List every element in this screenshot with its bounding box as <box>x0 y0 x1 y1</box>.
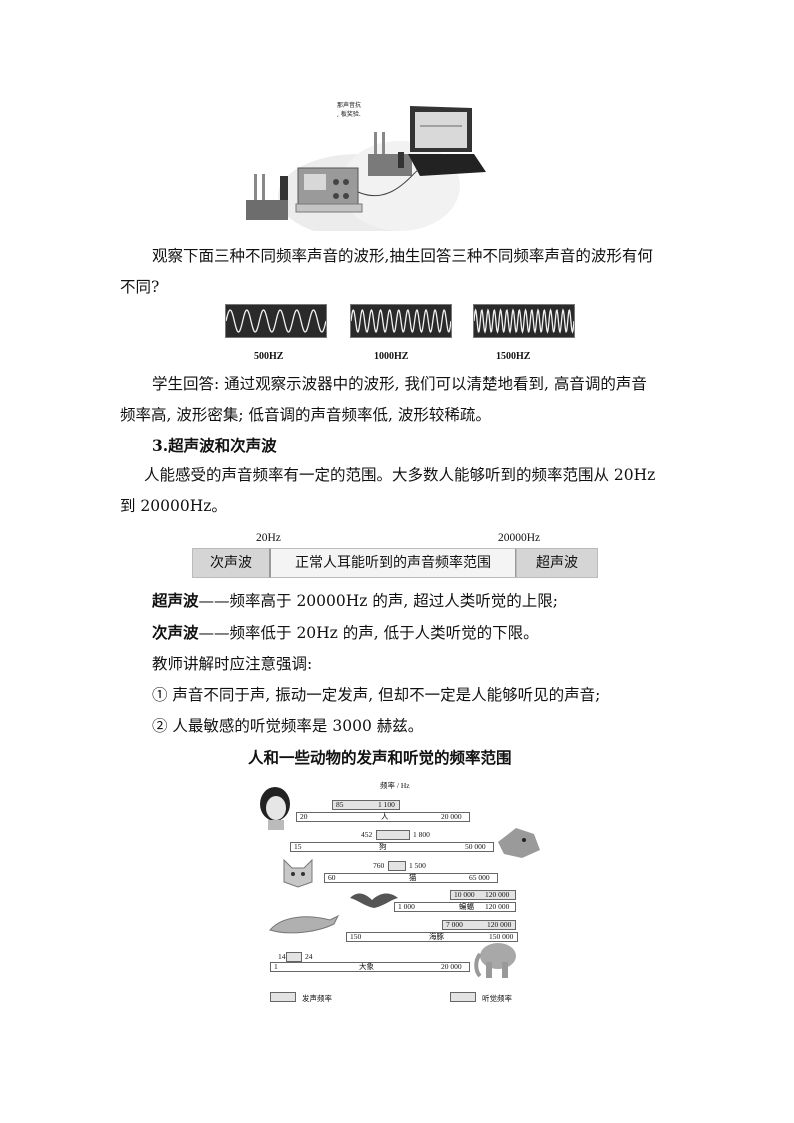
elephant-name: 大象 <box>359 962 374 971</box>
section-heading-text: 3.超声波和次声波 <box>152 436 277 455</box>
point-2: ② 人最敏感的听觉频率是 3000 赫兹。 <box>152 717 424 735</box>
dolphin-voice-low: 7 000 <box>446 920 463 929</box>
elephant-hearing-high: 20 000 <box>441 962 462 971</box>
dolphin-hearing-low: 150 <box>350 932 362 941</box>
dog-hearing-low: 15 <box>294 842 302 851</box>
bat-name: 蝙蝠 <box>459 902 474 911</box>
teacher-note: 教师讲解时应注意强调: <box>152 655 313 673</box>
answer-line-2: 频率高, 波形密集; 低音调的声音频率低, 波形较稀疏。 <box>120 406 491 424</box>
cat-hearing-high: 65 000 <box>469 873 490 882</box>
bat-hearing-high: 120 000 <box>485 902 510 911</box>
def-ultrasound-text: ——频率高于 20000Hz 的声, 超过人类听觉的上限; <box>198 592 558 610</box>
dog-icon <box>498 828 540 858</box>
human-hearing-high: 20 000 <box>441 812 462 821</box>
point-1: ① 声音不同于声, 振动一定发声, 但却不一定是人能够听见的声音; <box>152 686 601 704</box>
legend-voice-swatch <box>270 992 296 1002</box>
def-ultrasound: 超声波——频率高于 20000Hz 的声, 超过人类听觉的上限; <box>152 585 712 617</box>
elephant-voice-bar: 14 24 <box>278 952 313 962</box>
answer-paragraph: 学生回答: 通过观察示波器中的波形, 我们可以清楚地看到, 高音调的声音 频率高… <box>120 369 680 431</box>
chart-title: 人和一些动物的发声和听觉的频率范围 <box>248 748 512 767</box>
waveform-500hz <box>225 304 327 338</box>
observe-paragraph: 观察下面三种不同频率声音的波形,抽生回答三种不同频率声音的波形有何 不同? <box>120 241 680 303</box>
bat-hearing-low: 1 000 <box>398 902 415 911</box>
elephant-hearing-low: 1 <box>274 962 278 971</box>
sine-trace <box>226 309 326 333</box>
cat-hearing-bar: 60 猫 65 000 <box>324 873 498 883</box>
dog-voice-high: 1 800 <box>413 830 430 839</box>
waveform-1500hz <box>473 304 575 338</box>
dog-hearing-bar: 15 狗 50 000 <box>290 842 494 852</box>
frequency-chart: 频率 / Hz 85 1 100 20 人 20 000 452 1 800 1… <box>250 770 550 1010</box>
dolphin-voice-high: 120 000 <box>487 920 512 929</box>
range-line-2: 到 20000Hz。 <box>120 497 227 515</box>
human-hearing-low: 20 <box>300 812 308 821</box>
elephant-icon <box>474 943 516 978</box>
observe-line-1: 观察下面三种不同频率声音的波形,抽生回答三种不同频率声音的波形有何 <box>152 247 653 265</box>
def-ultrasound-term: 超声波 <box>152 591 199 610</box>
elephant-voice-low: 14 <box>278 952 286 961</box>
band-ultrasound: 超声波 <box>516 548 598 578</box>
sine-trace <box>351 308 451 334</box>
human-voice-bar: 85 1 100 <box>332 800 400 810</box>
cat-hearing-low: 60 <box>328 873 336 882</box>
range-line-1: 人能感受的声音频率有一定的范围。大多数人能够听到的频率范围从 20Hz <box>144 466 656 484</box>
cat-name: 猫 <box>409 873 417 882</box>
answer-line-1: 学生回答: 通过观察示波器中的波形, 我们可以清楚地看到, 高音调的声音 <box>152 375 647 393</box>
dog-voice-bar: 452 1 800 <box>361 830 430 840</box>
band-audible-range: 正常人耳能听到的声音频率范围 <box>269 548 517 578</box>
setup-label-1: 那声音抗 <box>337 102 362 109</box>
wave-label-1000: 1000HZ <box>374 351 409 362</box>
wave-label-500: 500HZ <box>254 351 284 362</box>
legend-hearing-label: 听觉频率 <box>482 994 512 1003</box>
human-hearing-bar: 20 人 20 000 <box>296 812 470 822</box>
tick-20hz: 20Hz <box>256 532 281 544</box>
range-paragraph: 人能感受的声音频率有一定的范围。大多数人能够听到的频率范围从 20Hz 到 20… <box>120 460 680 522</box>
legend-voice-label: 发声频率 <box>302 994 332 1003</box>
human-voice-high: 1 100 <box>378 800 395 809</box>
dolphin-icon <box>269 914 340 934</box>
def-infrasound-term: 次声波 <box>152 623 199 642</box>
bat-hearing-bar: 1 000 蝙蝠 120 000 <box>394 902 516 912</box>
bat-voice-low: 10 000 <box>454 890 475 899</box>
chart-axis-label: 频率 / Hz <box>380 781 410 790</box>
bat-icon <box>350 893 398 908</box>
bat-voice-high: 120 000 <box>485 890 510 899</box>
elephant-hearing-bar: 1 大象 20 000 <box>270 962 470 972</box>
cat-icon <box>283 858 313 888</box>
legend-hearing-swatch <box>450 992 476 1002</box>
bat-voice-bar: 10 000 120 000 <box>450 890 516 900</box>
section-heading: 3.超声波和次声波 <box>152 430 712 461</box>
cat-voice-high: 1 500 <box>409 861 426 870</box>
cat-voice-low: 760 <box>373 861 385 870</box>
dog-voice-low: 452 <box>361 830 373 839</box>
wave-trace <box>474 308 574 334</box>
waveform-1000hz <box>350 304 452 338</box>
setup-drawing <box>246 106 486 238</box>
dolphin-hearing-high: 150 000 <box>489 932 514 941</box>
dolphin-voice-bar: 7 000 120 000 <box>442 920 516 930</box>
wave-label-1500: 1500HZ <box>496 351 531 362</box>
band-infrasound: 次声波 <box>192 548 270 578</box>
wave-trace <box>226 309 326 333</box>
experiment-setup-image: 那声音抗 , 板奖验. <box>240 96 490 238</box>
dolphin-hearing-bar: 150 海豚 150 000 <box>346 932 518 942</box>
human-voice-low: 85 <box>336 800 344 809</box>
dolphin-name: 海豚 <box>429 932 444 941</box>
def-infrasound: 次声波——频率低于 20Hz 的声, 低于人类听觉的下限。 <box>152 617 712 649</box>
tick-20000hz: 20000Hz <box>498 532 541 544</box>
elephant-voice-high: 24 <box>305 952 313 961</box>
sine-trace <box>474 308 574 334</box>
wave-trace <box>351 308 451 334</box>
cat-voice-bar: 760 1 500 <box>373 861 426 871</box>
def-infrasound-text: ——频率低于 20Hz 的声, 低于人类听觉的下限。 <box>198 624 539 642</box>
observe-line-2: 不同? <box>120 278 160 296</box>
setup-label-2: , 板奖验. <box>337 111 361 118</box>
dog-name: 狗 <box>379 842 387 851</box>
human-icon <box>260 787 290 830</box>
human-name: 人 <box>381 812 389 821</box>
dog-hearing-high: 50 000 <box>465 842 486 851</box>
